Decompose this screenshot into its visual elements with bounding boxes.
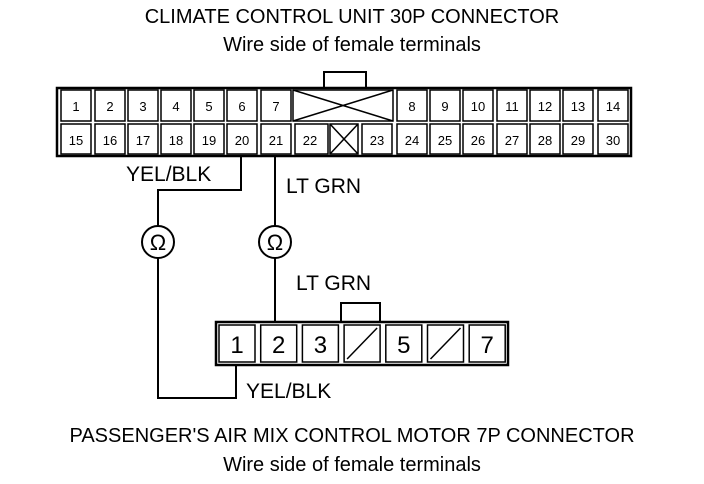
top-connector-lock-tab — [323, 71, 367, 88]
top-pin-label: 4 — [172, 99, 179, 114]
top-pin-label: 23 — [370, 133, 384, 148]
top-pin-label: 15 — [69, 133, 83, 148]
top-pin-label: 13 — [571, 99, 585, 114]
top-cell-16 — [94, 123, 126, 155]
bottom-connector-lock-tab — [340, 302, 381, 322]
top-cell-24 — [396, 123, 428, 155]
wire-label-lt-grn-bottom: LT GRN — [296, 272, 372, 295]
top-pin-label: 5 — [205, 99, 212, 114]
top-pin-label: 30 — [606, 133, 620, 148]
wire-label-yel-blk-top: YEL/BLK — [126, 163, 212, 186]
top-cell-20 — [226, 123, 258, 155]
top-pin-label: 10 — [471, 99, 485, 114]
top-pin-label: 25 — [438, 133, 452, 148]
bottom-cell — [468, 324, 506, 363]
top-cell-17 — [127, 123, 159, 155]
top-cell-22 — [294, 123, 329, 155]
top-connector-subtitle: Wire side of female terminals — [223, 34, 481, 56]
ohmmeter-left — [141, 225, 175, 259]
bottom-connector-subtitle: Wire side of female terminals — [223, 454, 481, 476]
top-cell-19 — [193, 123, 225, 155]
wire-yel-blk-lower — [157, 258, 237, 399]
top-pin-label: 19 — [202, 133, 216, 148]
bottom-empty-slash — [346, 327, 378, 360]
top-cell-1 — [60, 89, 92, 122]
top-pin-label: 9 — [441, 99, 448, 114]
top-cell-30 — [597, 123, 629, 155]
top-cell-28 — [529, 123, 561, 155]
top-cell-8 — [396, 89, 428, 122]
wire-label-yel-blk-bottom: YEL/BLK — [246, 380, 332, 403]
bottom-cell — [385, 324, 423, 363]
bottom-pin-label: 7 — [481, 332, 494, 359]
top-cell-12 — [529, 89, 561, 122]
wire-yel-blk — [157, 156, 242, 399]
top-pin-label: 22 — [303, 133, 317, 148]
top-pin-label: 1 — [72, 99, 79, 114]
top-cell-26 — [462, 123, 494, 155]
top-pin-label: 21 — [269, 133, 283, 148]
top-cell-23 — [361, 123, 393, 155]
top-cell-4 — [160, 89, 192, 122]
top-pin-label: 20 — [235, 133, 249, 148]
top-cell-13 — [562, 89, 594, 122]
top-cell-9 — [429, 89, 461, 122]
top-empty-x-line-b — [292, 89, 394, 122]
top-pin-label: 16 — [103, 133, 117, 148]
top-cell-25 — [429, 123, 461, 155]
top-pin-label: 11 — [505, 99, 519, 114]
bottom-cell — [259, 324, 298, 363]
top-cell-10 — [462, 89, 494, 122]
top-cell-21 — [260, 123, 292, 155]
bottom-cell — [301, 324, 340, 363]
top-connector-title: CLIMATE CONTROL UNIT 30P CONNECTOR — [144, 6, 560, 28]
top-cell-29 — [562, 123, 594, 155]
bottom-connector: 1 2 3 5 7 — [214, 302, 510, 367]
ohm-symbol-right: Ω — [267, 230, 283, 255]
top-pin-label: 29 — [571, 133, 585, 148]
bottom-pin-label: 1 — [230, 332, 243, 359]
top-pin-label: 26 — [471, 133, 485, 148]
top-cell-14 — [597, 89, 629, 122]
top-cell-5 — [193, 89, 225, 122]
bottom-pin-label: 2 — [272, 332, 285, 359]
top-pin-label: 24 — [405, 133, 419, 148]
bottom-cell — [218, 324, 256, 363]
top-cell-27 — [496, 123, 528, 155]
top-pin-label: 2 — [106, 99, 113, 114]
top-pin-label: 8 — [408, 99, 415, 114]
top-pin-label: 6 — [238, 99, 245, 114]
top-pin-label: 3 — [139, 99, 146, 114]
top-cell-18 — [160, 123, 192, 155]
top-cell-7 — [260, 89, 292, 122]
top-pin-label: 14 — [606, 99, 620, 114]
top-cell-15 — [60, 123, 92, 155]
top-pin-label: 17 — [136, 133, 150, 148]
top-cell-3 — [127, 89, 159, 122]
top-empty-small-x-b — [329, 123, 359, 155]
wire-yel-blk-upper — [157, 156, 242, 226]
ohm-symbol-left: Ω — [150, 230, 166, 255]
bottom-pin-label: 3 — [314, 332, 327, 359]
bottom-connector-title: PASSENGER'S AIR MIX CONTROL MOTOR 7P CON… — [69, 425, 635, 447]
top-pin-label: 12 — [538, 99, 552, 114]
bottom-empty-slash — [429, 327, 462, 360]
bottom-pin-label: 5 — [397, 332, 410, 359]
wire-label-lt-grn-top: LT GRN — [286, 175, 362, 198]
ohmmeter-right — [258, 225, 292, 259]
top-cell-2 — [94, 89, 126, 122]
top-cell-11 — [496, 89, 528, 122]
top-pin-label: 7 — [272, 99, 279, 114]
top-pin-label: 28 — [538, 133, 552, 148]
top-pin-label: 18 — [169, 133, 183, 148]
top-cell-6 — [226, 89, 258, 122]
top-pin-label: 27 — [505, 133, 519, 148]
